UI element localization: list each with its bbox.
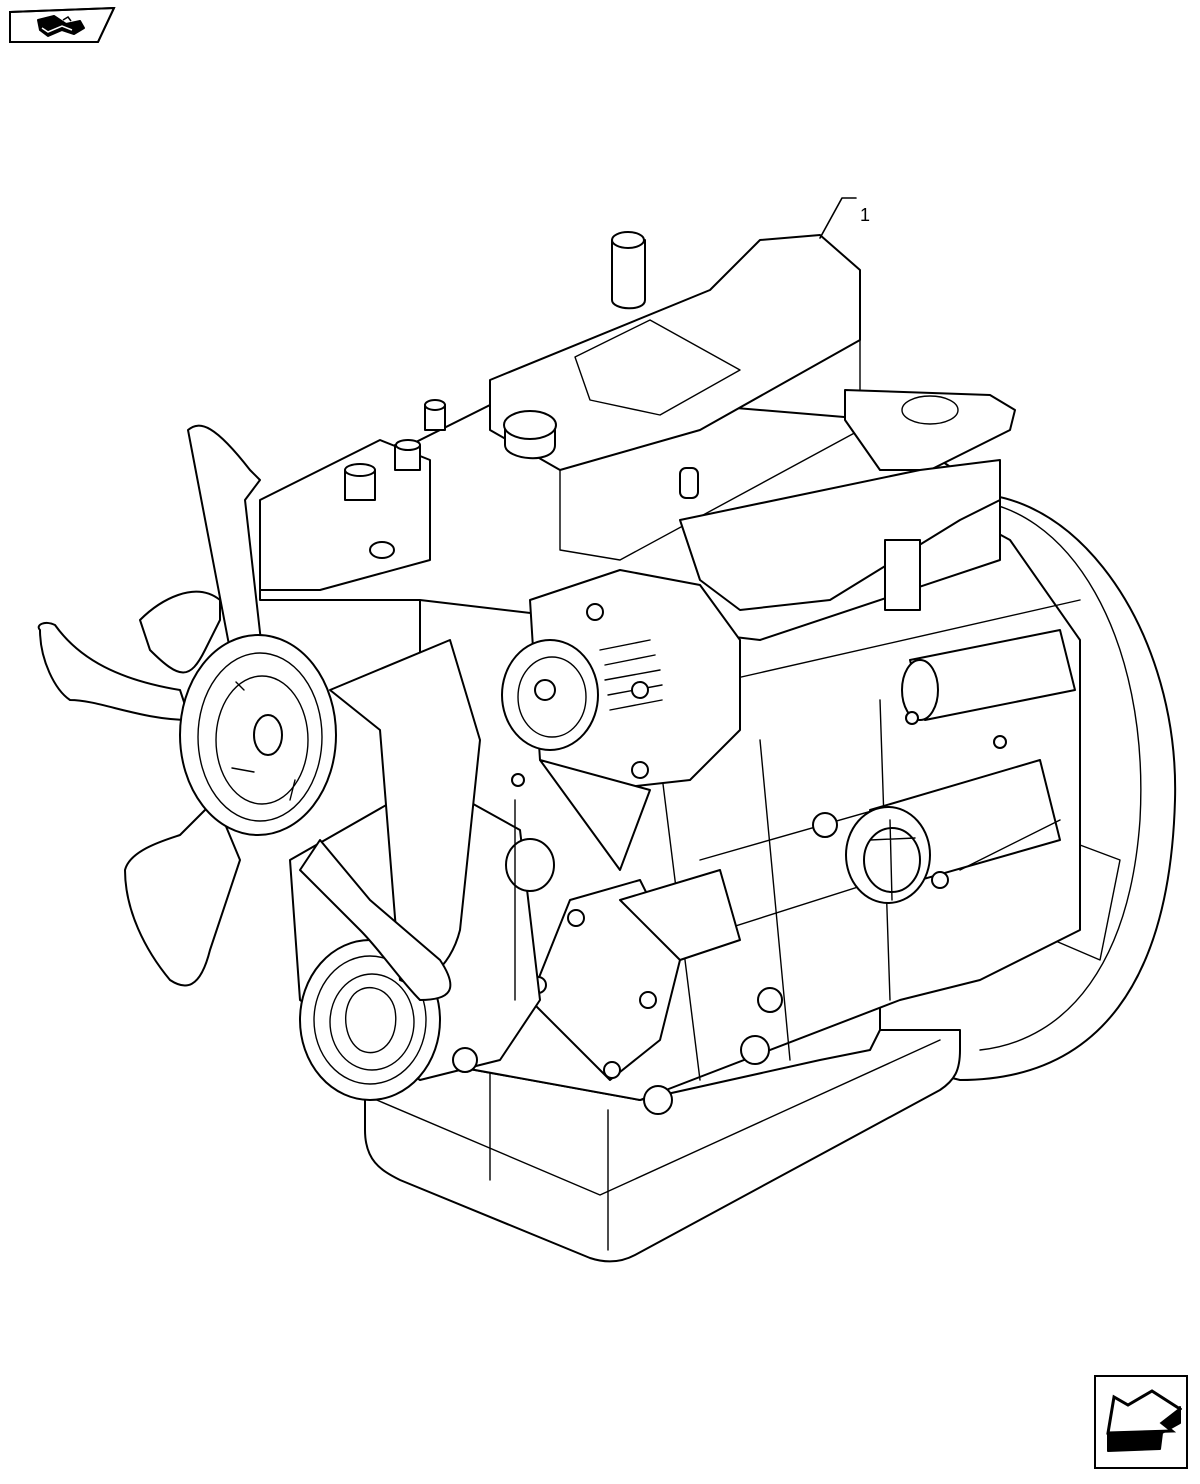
manual-book-icon [9, 6, 116, 43]
alternator [501, 569, 741, 871]
manual-nav-badge[interactable] [8, 6, 116, 44]
previous-page-arrow-icon [1106, 1389, 1182, 1452]
cooling-fan [37, 424, 452, 1001]
oil-pan [364, 1029, 961, 1263]
callout-1-label[interactable]: 1 [860, 205, 871, 225]
previous-page-button[interactable] [1094, 1375, 1188, 1469]
injector-pump [259, 399, 446, 591]
exhaust-manifold [679, 389, 1016, 611]
starter-motor [845, 629, 1076, 904]
callout-1-leader [819, 197, 857, 239]
fuel-pump [529, 869, 770, 1115]
